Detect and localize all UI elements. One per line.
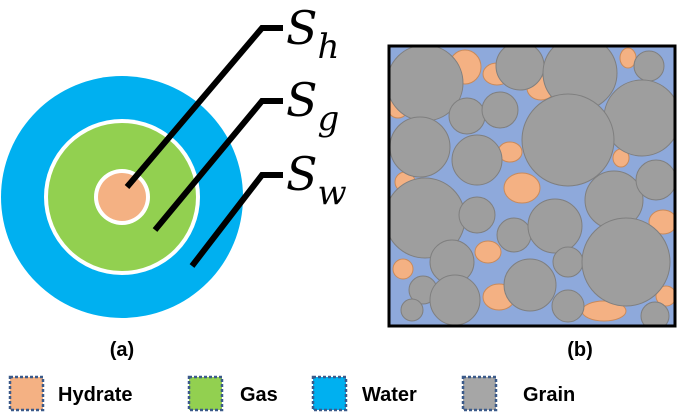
- grain: [551, 289, 585, 323]
- hydrate-patch: [648, 209, 675, 235]
- porous-medium: [389, 46, 675, 326]
- grain: [389, 116, 451, 178]
- grain: [481, 91, 519, 129]
- legend-label-hydrate: Hydrate: [58, 384, 132, 406]
- grain: [633, 50, 665, 82]
- leader-line-sw: [189, 172, 283, 268]
- grain: [448, 97, 486, 135]
- grain: [400, 298, 424, 322]
- legend-item-gas: Gas: [187, 375, 278, 412]
- panel-a: Sh Sg Sw (a): [1, 1, 347, 361]
- leader-line-sh: [124, 25, 283, 189]
- grain: [552, 246, 584, 278]
- grain: [429, 274, 481, 326]
- legend-item-water: Water: [311, 375, 417, 412]
- hydrate-core: [98, 173, 146, 221]
- hydrate-patch: [474, 240, 502, 264]
- legend-label-gas: Gas: [240, 384, 278, 406]
- panel-b: (b): [387, 44, 677, 361]
- legend-swatch-gas: [187, 375, 224, 412]
- grain: [495, 46, 545, 91]
- panel-a-label: (a): [110, 339, 134, 361]
- hydrate-patch: [392, 258, 414, 280]
- grain: [451, 134, 503, 186]
- panel-b-label: (b): [567, 339, 593, 361]
- legend-label-grain: Grain: [523, 384, 575, 406]
- legend-swatch-grain: [461, 375, 498, 412]
- legend-item-grain: Grain: [461, 375, 575, 412]
- grain: [496, 217, 532, 253]
- grain: [458, 196, 496, 234]
- hydrate-patch: [503, 172, 541, 204]
- grain: [521, 93, 615, 187]
- legend: Hydrate Gas Water Grain: [8, 375, 575, 412]
- label-sw: Sw: [286, 147, 347, 213]
- label-sg: Sg: [286, 73, 339, 139]
- grain: [635, 159, 675, 201]
- legend-label-water: Water: [362, 384, 417, 406]
- panel-b-frame: [387, 44, 677, 328]
- legend-item-hydrate: Hydrate: [8, 375, 132, 412]
- grain: [603, 79, 675, 157]
- grains: [389, 46, 675, 326]
- legend-swatch-water: [311, 375, 348, 412]
- grain: [640, 301, 670, 326]
- grain: [581, 217, 671, 307]
- grain: [527, 198, 583, 254]
- legend-swatch-hydrate: [8, 375, 45, 412]
- hydrate-patch: [655, 285, 675, 307]
- label-sh: Sh: [286, 1, 339, 67]
- leader-line-sg: [152, 98, 283, 232]
- grain: [503, 258, 557, 312]
